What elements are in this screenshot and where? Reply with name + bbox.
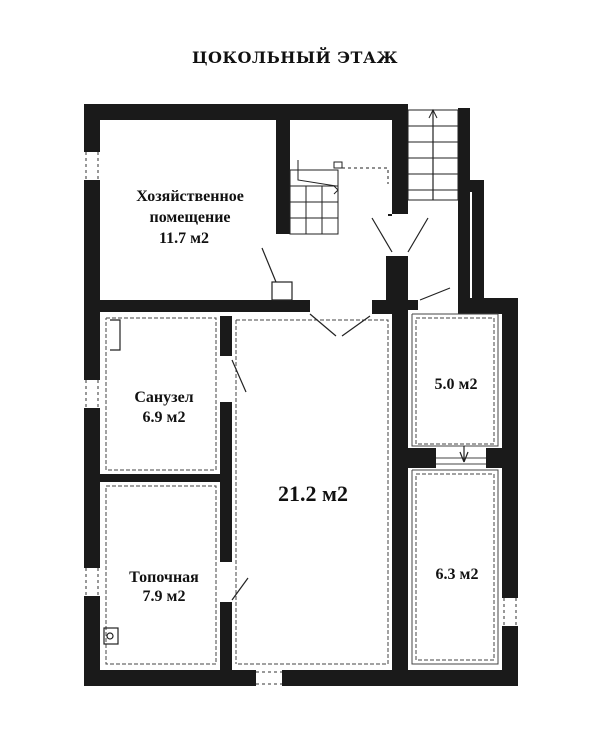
window-openings [85, 152, 517, 685]
boiler-room-area: 7.9 м2 [143, 588, 186, 605]
finish-lines [105, 313, 499, 665]
small-room-upper-area: 5.0 м2 [435, 376, 478, 393]
fixtures [103, 281, 293, 645]
boiler-room-name: Топочная [129, 569, 199, 586]
utility-room-name-line2: помещение [149, 209, 230, 226]
utility-room-area: 11.7 м2 [159, 230, 209, 247]
exterior-walls [84, 104, 518, 686]
bathroom-name: Санузел [134, 389, 193, 406]
bathroom-area: 6.9 м2 [143, 409, 186, 426]
interior-walls [100, 120, 502, 670]
utility-room-name-line1: Хозяйственное [136, 188, 244, 205]
interior-staircase [289, 160, 389, 235]
exterior-staircase [407, 108, 459, 201]
small-room-lower-area: 6.3 м2 [436, 566, 479, 583]
hall-area: 21.2 м2 [278, 481, 348, 506]
floor-plan-title: ЦОКОЛЬНЫЙ ЭТАЖ [192, 48, 398, 67]
door-swings [231, 217, 469, 601]
